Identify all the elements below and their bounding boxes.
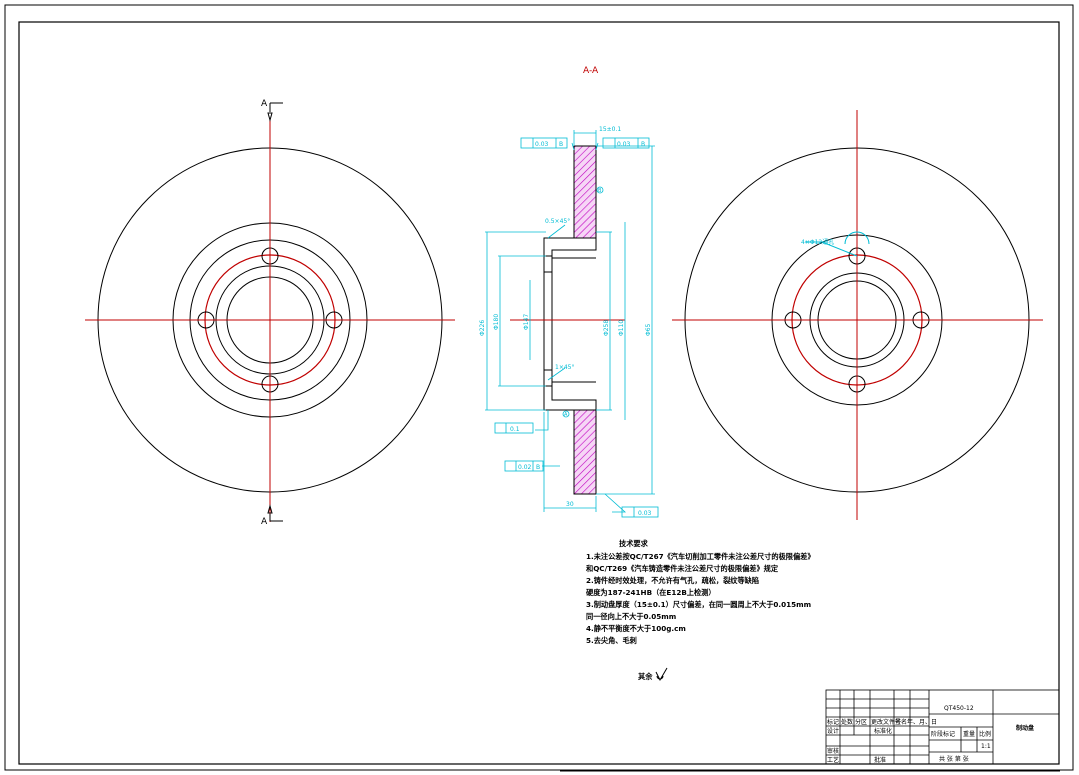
- dim-dia-f: Φ65: [645, 323, 652, 336]
- step-top: [543, 255, 553, 273]
- outer-border: [4, 4, 1074, 771]
- tb-label-sign: 签名: [895, 718, 907, 726]
- tb-material: QT450-12: [944, 705, 974, 712]
- disc-hatch-bottom: [573, 407, 597, 495]
- tb-weight: 重量: [963, 730, 975, 738]
- frame-lower: [504, 460, 544, 472]
- tb-scale: 1:1: [981, 743, 991, 750]
- dim-hub-width: 30: [566, 501, 574, 508]
- right-disc-view: [672, 110, 1043, 520]
- frame-mid-value: 0.1: [510, 426, 520, 433]
- tb-scale-label: 比例: [979, 730, 991, 738]
- dim-chamfer-top: 0.5×45°: [545, 218, 570, 225]
- section-arrow-bottom: [267, 504, 283, 522]
- tb-label-count: 处数: [841, 718, 853, 726]
- hole-callout-arc: [844, 231, 870, 245]
- tb-review: 审核: [827, 747, 839, 755]
- left-disc-view: [85, 102, 455, 522]
- disc-hatch-top: [573, 145, 597, 241]
- dim-thickness: 15±0.1: [599, 126, 621, 133]
- leader-frame-top-left: [571, 142, 575, 151]
- surface-finish-label: 其余: [638, 672, 653, 681]
- datum-marker-b: [596, 186, 604, 194]
- hat-section: [543, 237, 597, 411]
- frame-lower-value: 0.02: [518, 464, 532, 471]
- frame-top-left: [520, 137, 568, 149]
- inner-border: [18, 21, 1060, 765]
- cut-marker-bottom: A: [261, 517, 268, 527]
- cut-marker-top: A: [261, 99, 268, 109]
- tb-process: 工艺: [827, 756, 839, 764]
- tolerance-frames: [494, 137, 659, 518]
- surface-finish-symbol: [655, 667, 668, 682]
- tb-label-zone: 分区: [855, 718, 867, 726]
- title-block-text: QT450-12 制动盘 标记 处数 分区 更改文件号 签名 年、月、日 设计 …: [827, 705, 1034, 764]
- hole-callout-leader: [805, 241, 858, 257]
- frame-top-left-datum: B: [559, 141, 563, 148]
- dim-chamfer-bottom: 1×45°: [555, 364, 574, 371]
- step-bottom: [543, 369, 553, 387]
- dim-dia-e: Φ110: [618, 320, 625, 336]
- datum-b-label: B: [598, 188, 602, 194]
- dim-dia-d: Φ258: [603, 320, 610, 336]
- section-dimensions: [485, 130, 655, 513]
- tech-title: 技术要求: [619, 539, 649, 548]
- section-profile: [510, 145, 625, 495]
- datum-a-label: A: [564, 412, 568, 418]
- frame-bottom-value: 0.03: [638, 510, 652, 517]
- tech-line-2: 和QC/T269《汽车铸造零件未注公差尺寸的极限偏差》规定: [585, 564, 779, 573]
- tech-line-1: 1.未注公差按QC/T267《汽车切削加工零件未注公差尺寸的极限偏差》: [586, 552, 815, 561]
- title-block-frame: [825, 689, 1060, 765]
- tb-standardize: 标准化: [874, 727, 892, 735]
- tech-line-3: 2.铸件经时效处理，不允许有气孔，疏松，裂纹等缺陷: [586, 576, 759, 585]
- leader-frame-b: [535, 410, 549, 431]
- leader-chamfer-top: [547, 224, 566, 239]
- frame-top-right-value: 0.03: [617, 141, 631, 148]
- tb-part-name: 制动盘: [1016, 724, 1034, 732]
- tech-line-8: 5.去尖角、毛刺: [586, 636, 637, 645]
- frame-top-left-value: 0.03: [535, 141, 549, 148]
- leader-frame-d: [604, 493, 627, 513]
- hole-callout-text: 4×Φ12通孔: [801, 238, 834, 246]
- leader-frame-top-right: [595, 142, 599, 151]
- dim-dia-c: Φ147: [523, 314, 530, 330]
- datum-marker-a: [562, 410, 570, 418]
- tb-label-doc: 更改文件号: [871, 718, 901, 726]
- tb-label-mark: 标记: [827, 718, 839, 726]
- frame-mid: [494, 422, 534, 434]
- frame-lower-datum: B: [536, 464, 540, 471]
- tech-line-5: 3.制动盘厚度（15±0.1）尺寸偏差，在同一圆周上不大于0.015mm: [586, 600, 811, 609]
- tb-approve: 批准: [874, 756, 886, 764]
- section-view-label: A-A: [583, 66, 599, 76]
- section-arrow-top: [267, 102, 283, 122]
- tb-label-date: 年、月、日: [907, 718, 937, 726]
- dim-dia-a: Φ226: [479, 320, 486, 336]
- leader-chamfer-bottom: [547, 367, 566, 381]
- tb-sheets: 共 张 第 张: [939, 755, 969, 763]
- tech-line-4: 硬度为187-241HB（在E12B上检测）: [586, 588, 716, 597]
- technical-requirements: 技术要求 1.未注公差按QC/T267《汽车切削加工零件未注公差尺寸的极限偏差》…: [585, 539, 815, 681]
- tech-line-7: 4.静不平衡度不大于100g.cm: [586, 624, 686, 633]
- title-block: [825, 689, 1060, 765]
- tech-line-6: 同一径向上不大于0.05mm: [586, 612, 676, 621]
- dim-dia-b: Φ180: [493, 314, 500, 330]
- tb-design: 设计: [827, 727, 839, 735]
- frame-bottom: [621, 506, 659, 518]
- frame-top-right: [602, 137, 650, 149]
- tb-stage-mark: 阶段标记: [931, 730, 955, 738]
- frame-top-right-datum: B: [641, 141, 645, 148]
